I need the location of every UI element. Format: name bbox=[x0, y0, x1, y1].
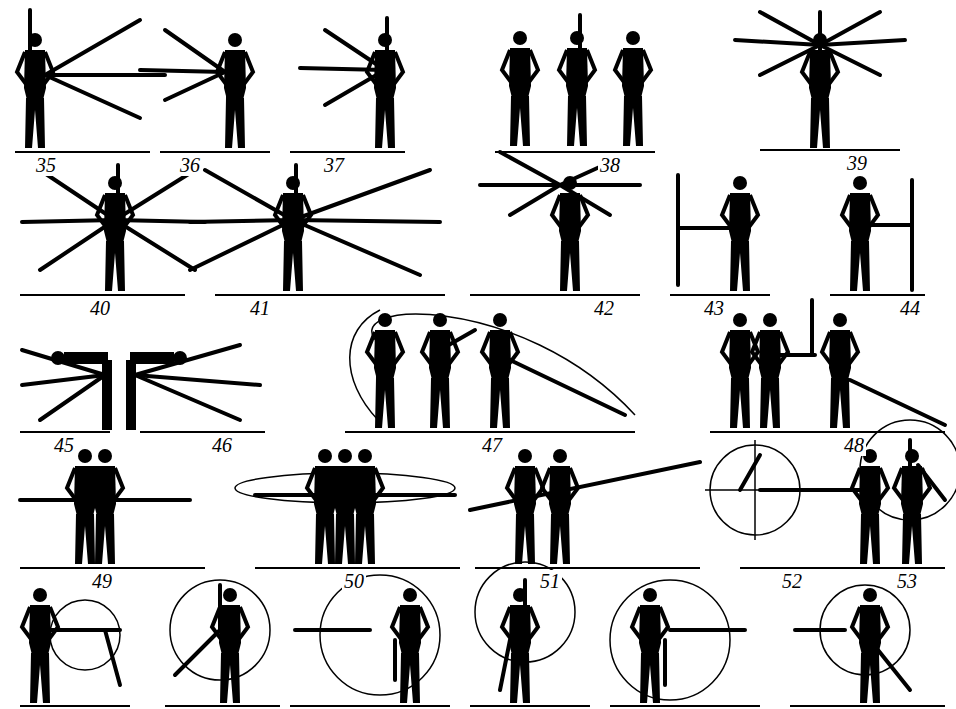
callout-number: 52 bbox=[780, 570, 804, 592]
callout-number: 39 bbox=[845, 152, 869, 174]
ground-lines bbox=[15, 150, 945, 706]
callout-number: 47 bbox=[480, 434, 504, 456]
callout-number: 46 bbox=[210, 434, 234, 456]
callout-number: 38 bbox=[598, 154, 622, 176]
callout-number: 48 bbox=[842, 434, 866, 456]
callout-number: 45 bbox=[52, 434, 76, 456]
callout-number: 43 bbox=[702, 297, 726, 319]
callout-number: 44 bbox=[898, 297, 922, 319]
callout-number: 35 bbox=[34, 154, 58, 176]
callout-number: 51 bbox=[538, 570, 562, 592]
callout-number: 50 bbox=[342, 570, 366, 592]
callout-number: 37 bbox=[322, 154, 346, 176]
staff-positions bbox=[20, 10, 945, 690]
human-figures bbox=[17, 31, 930, 703]
callout-number: 41 bbox=[248, 297, 272, 319]
callout-number: 42 bbox=[592, 297, 616, 319]
motion-arcs bbox=[50, 310, 956, 700]
callout-number: 40 bbox=[88, 297, 112, 319]
callout-number: 49 bbox=[90, 570, 114, 592]
callout-number: 36 bbox=[178, 154, 202, 176]
callout-number: 53 bbox=[895, 570, 919, 592]
